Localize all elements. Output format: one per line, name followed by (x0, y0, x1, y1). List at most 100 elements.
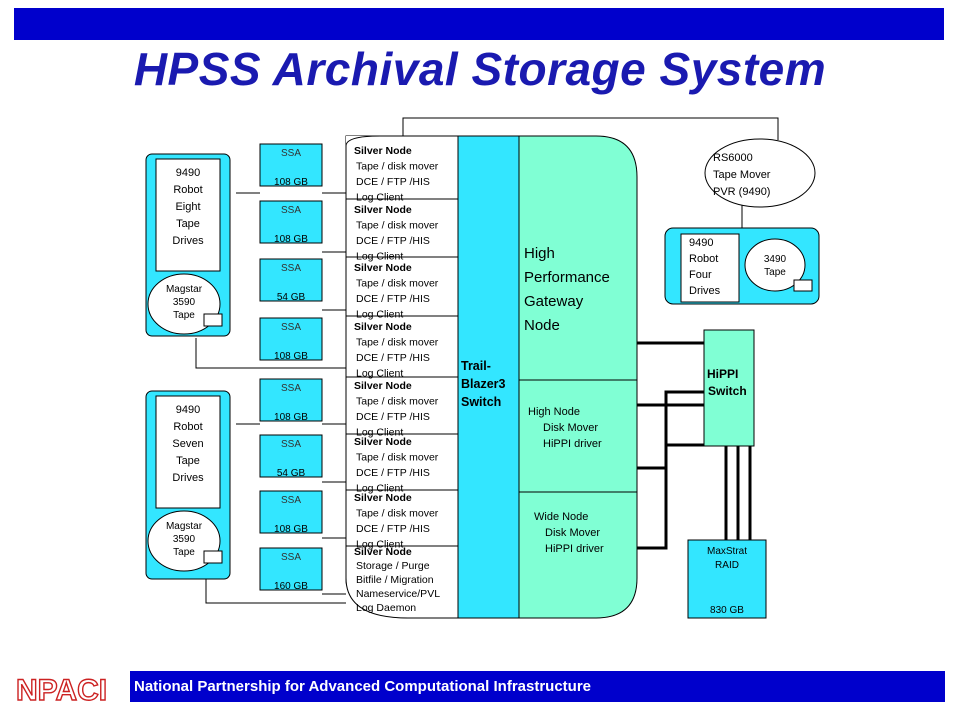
node-text: Nameservice/PVL (356, 588, 440, 600)
ssa-disk (259, 434, 323, 478)
tape-text: 3590 (173, 297, 196, 308)
robot-four-text: Four (689, 269, 712, 281)
ssa-disk (259, 317, 323, 361)
node-text: DCE / FTP /HIS (356, 235, 430, 247)
rs6000-text: RS6000 (713, 152, 753, 164)
node-title: Silver Node (354, 546, 412, 558)
robot-four-label-box (680, 233, 740, 303)
robot-text: Tape (176, 455, 200, 467)
gateway-text: Gateway (524, 293, 584, 310)
tape-text: Magstar (166, 521, 203, 532)
tape-slot (203, 550, 223, 564)
robot-text: Eight (175, 201, 200, 213)
ssa-size: 54 GB (277, 468, 306, 479)
node-text: Log Client (356, 309, 403, 321)
node-text: DCE / FTP /HIS (356, 523, 430, 535)
tape-slot (203, 313, 223, 327)
node-title: Silver Node (354, 321, 412, 333)
node-title: Silver Node (354, 436, 412, 448)
robot-text: Seven (172, 438, 203, 450)
ssa-label: SSA (281, 148, 301, 159)
robot-text: Drives (172, 235, 204, 247)
footer-bar (130, 671, 945, 702)
ssa-disk (259, 143, 323, 187)
rs6000-text: Tape Mover (713, 169, 771, 181)
node-text: Tape / disk mover (356, 396, 439, 408)
ssa-size: 54 GB (277, 292, 306, 303)
gateway-text: Node (524, 317, 560, 334)
node-text: Log Client (356, 251, 403, 263)
connection-line (205, 578, 364, 604)
robot-label-box (155, 395, 221, 509)
thick-connection (636, 390, 704, 470)
robot-text: Drives (172, 472, 204, 484)
ssa-disk (259, 258, 323, 302)
node-text: DCE / FTP /HIS (356, 352, 430, 364)
ssa-label: SSA (281, 439, 301, 450)
switch-text: Switch (461, 395, 501, 409)
wide-node-text: HiPPI driver (545, 543, 604, 555)
rs6000-text: PVR (9490) (713, 186, 770, 198)
node-text: Storage / Purge (356, 560, 430, 572)
node-text: Tape / disk mover (356, 337, 439, 349)
raid-label: RAID (715, 560, 739, 571)
ssa-disk (259, 547, 323, 591)
ssa-disk (259, 200, 323, 244)
node-text: DCE / FTP /HIS (356, 467, 430, 479)
high-node-text: Disk Mover (543, 422, 598, 434)
switch-bar (457, 135, 520, 619)
ssa-size: 108 GB (274, 351, 308, 362)
ssa-size: 108 GB (274, 524, 308, 535)
ssa-size: 108 GB (274, 412, 308, 423)
node-text: DCE / FTP /HIS (356, 176, 430, 188)
ssa-label: SSA (281, 552, 301, 563)
npaci-logo: NPACI (15, 673, 108, 706)
tape-3490-text: Tape (764, 267, 786, 278)
node-text: Tape / disk mover (356, 508, 439, 520)
node-text: Log Client (356, 427, 403, 439)
tape-slot (793, 279, 813, 292)
node-title: Silver Node (354, 145, 412, 157)
svg-text:NPACI: NPACI (16, 674, 107, 706)
node-text: Log Client (356, 368, 403, 380)
tape-3490 (744, 238, 806, 292)
robot-label-box (155, 158, 221, 272)
robot-text: 9490 (176, 167, 200, 179)
tape-3490-text: 3490 (764, 254, 787, 265)
robot-four-text: 9490 (689, 237, 713, 249)
connection-line (402, 117, 779, 140)
node-text: Tape / disk mover (356, 161, 439, 173)
connection-line (195, 338, 364, 369)
ssa-size: 160 GB (274, 581, 308, 592)
node-title: Silver Node (354, 492, 412, 504)
raid-box (687, 539, 767, 619)
node-text: Tape / disk mover (356, 220, 439, 232)
wide-node-text: Disk Mover (545, 527, 600, 539)
node-text: DCE / FTP /HIS (356, 293, 430, 305)
thick-connection (636, 443, 704, 550)
robot-text: Tape (176, 218, 200, 230)
tape-text: Magstar (166, 284, 203, 295)
node-title: Silver Node (354, 380, 412, 392)
node-text: Log Daemon (356, 602, 416, 614)
page-title: HPSS Archival Storage System (133, 43, 827, 95)
raid-label: MaxStrat (707, 546, 747, 557)
ssa-size: 108 GB (274, 234, 308, 245)
node-title: Silver Node (354, 262, 412, 274)
robot-group: 9490RobotEightTapeDrivesMagstar3590Tape9… (145, 153, 231, 580)
wide-node-text: Wide Node (534, 511, 588, 523)
gateway-text: High (524, 245, 555, 262)
node-text: Tape / disk mover (356, 278, 439, 290)
high-node-text: High Node (528, 406, 580, 418)
tape-text: Tape (173, 310, 195, 321)
high-node-text: HiPPI driver (543, 438, 602, 450)
tape-unit (147, 510, 221, 572)
robot-four-text: Drives (689, 285, 721, 297)
hippi-text: HiPPI (707, 367, 738, 381)
header-bar (14, 8, 944, 40)
ssa-size: 108 GB (274, 177, 308, 188)
